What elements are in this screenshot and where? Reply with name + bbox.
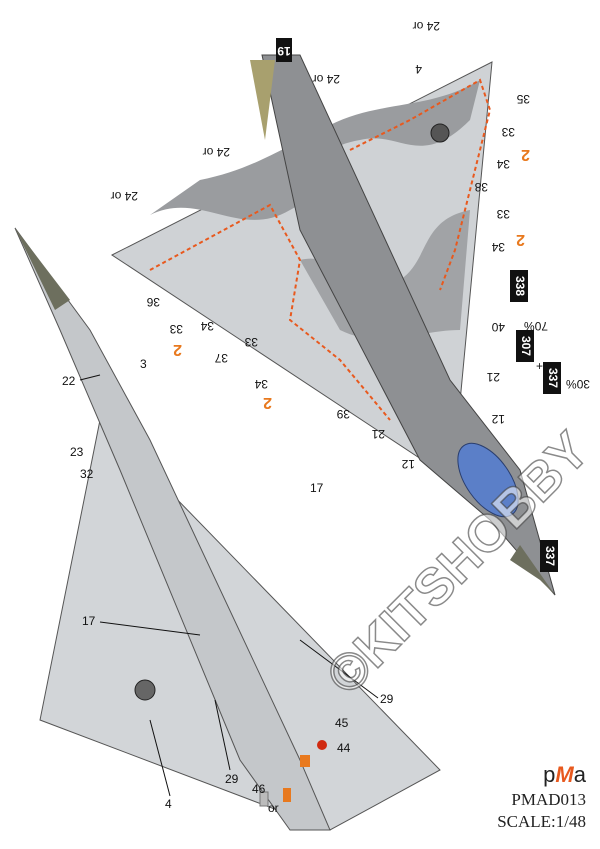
upper-walkway-line-2 [349,78,492,291]
lower-callouts: 22 3 23 32 17 17 29 29 4 45 44 46 or [62,357,394,815]
callout-22: 22 [62,374,76,388]
callout-35: 35 [516,92,530,106]
callout-40: 40 [491,320,505,334]
callout-34d: 34 [200,319,214,333]
callout-46: 46 [252,782,266,796]
callout-or: or [268,801,279,815]
mix-plus: + [536,359,543,373]
orange-mark-2c: 2 [173,341,182,358]
callout-24-or-1: 24 or [413,19,440,33]
callout-33c: 33 [244,335,258,349]
product-code: PMAD013 [511,790,586,809]
orange-mark-2a: 2 [521,146,530,163]
callout-17a: 17 [310,481,324,495]
callout-17b: 17 [82,614,96,628]
callout-23: 23 [70,445,84,459]
lower-roundel [134,679,156,701]
upper-walkway-line [149,203,391,421]
brand-logo: pMa [543,762,586,787]
callout-33b: 33 [496,207,510,221]
lower-aircraft [14,227,441,831]
orange-mark-2b: 2 [516,231,525,248]
callout-29b: 29 [225,772,239,786]
callout-12a: 12 [491,412,505,426]
marking-337-nose-box [540,540,558,572]
upper-callouts: 24 or 24 or 24 or 24 or 4 35 33 34 33 34… [111,19,590,572]
orange-marking-46 [283,788,291,802]
grey-marking-46 [259,791,269,807]
callout-21a: 21 [486,370,500,384]
upper-aircraft: 19 [111,38,556,596]
callout-34b: 34 [491,240,505,254]
callout-12b: 12 [401,457,415,471]
callout-34a: 34 [496,157,510,171]
upper-tail-fin [250,60,275,140]
callout-38: 38 [474,180,488,194]
callout-338: 338 [513,276,527,296]
callout-21b: 21 [371,427,385,441]
lower-radome [15,228,70,310]
marking-338-box [510,270,528,302]
mix-code-337: 337 [546,368,560,388]
lower-fuselage [14,227,331,831]
red-marking-45 [317,740,327,750]
callout-36: 36 [146,295,160,309]
upper-canopy [457,442,519,518]
callout-44: 44 [337,741,351,755]
callout-33d: 33 [169,322,183,336]
callout-4: 4 [415,62,422,76]
tail-code-19-box [276,38,292,62]
callout-39: 39 [336,407,350,421]
callout-29a: 29 [380,692,394,706]
mix-percent-1: 70% [524,319,548,333]
orange-marking-44 [300,755,310,767]
callout-337-nose: 337 [543,546,557,566]
orange-mark-2d: 2 [263,394,272,411]
callout-33a: 33 [501,125,515,139]
mix-code-307: 307 [519,336,533,356]
mix-percent-2: 30% [566,377,590,391]
scale-label: SCALE:1/48 [497,812,586,831]
callout-32: 32 [80,467,94,481]
callout-4-lower: 4 [165,797,172,811]
callout-37: 37 [214,351,228,365]
callout-24-or-4: 24 or [111,189,138,203]
callout-24-or-3: 24 or [203,145,230,159]
marking-337-box [543,362,561,394]
callout-24-or-2: 24 or [313,72,340,86]
callout-45: 45 [335,716,349,730]
upper-radome [510,545,555,595]
callout-34c: 34 [254,377,268,391]
callout-19: 19 [277,44,291,58]
roundel [430,123,450,143]
marking-307-box [516,330,534,362]
callout-3: 3 [140,357,147,371]
